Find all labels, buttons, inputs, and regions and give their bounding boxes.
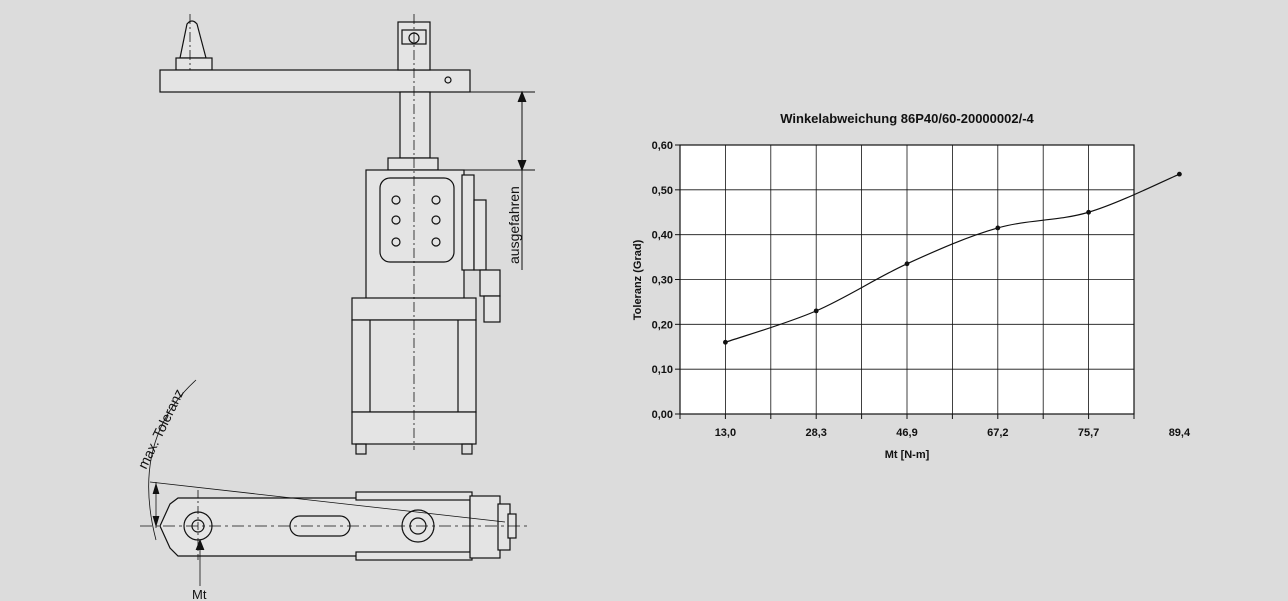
x-tick-label: 67,2 — [987, 427, 1008, 439]
y-tick-label: 0,60 — [652, 140, 673, 152]
y-tick-label: 0,40 — [652, 230, 673, 242]
x-tick-label: 46,9 — [896, 427, 917, 439]
x-tick-label: 89,4 — [1169, 427, 1191, 439]
clamp-drawing: ausgefahren — [134, 14, 535, 601]
x-axis-ticks: 13,0 28,3 46,9 67,2 75,7 89,4 — [679, 414, 1191, 439]
data-point — [813, 308, 819, 314]
x-tick-label: 13,0 — [715, 427, 736, 439]
series-points — [723, 171, 1182, 345]
y-tick-label: 0,10 — [652, 364, 673, 376]
extended-label: ausgefahren — [506, 186, 522, 264]
x-tick-label: 75,7 — [1078, 427, 1099, 439]
y-axis-ticks: 0,00 0,10 0,20 0,30 0,40 0,50 0,60 — [652, 140, 680, 421]
y-tick-label: 0,00 — [652, 409, 673, 421]
y-tick-label: 0,30 — [652, 275, 673, 287]
y-tick-label: 0,50 — [652, 185, 673, 197]
chart-title: Winkelabweichung 86P40/60-20000002/-4 — [780, 111, 1034, 126]
y-axis-label: Toleranz (Grad) — [632, 239, 644, 320]
data-point — [995, 225, 1001, 231]
y-tick-label: 0,20 — [652, 319, 673, 331]
x-axis-label: Mt [N-m] — [885, 449, 930, 461]
torque-label: Mt — [192, 587, 207, 601]
data-point — [904, 261, 910, 267]
data-point — [1086, 209, 1091, 215]
chart-grid — [680, 145, 1134, 414]
data-point — [1177, 171, 1182, 177]
x-tick-label: 28,3 — [805, 427, 826, 439]
data-point — [723, 339, 728, 345]
series-line — [725, 173, 1180, 343]
